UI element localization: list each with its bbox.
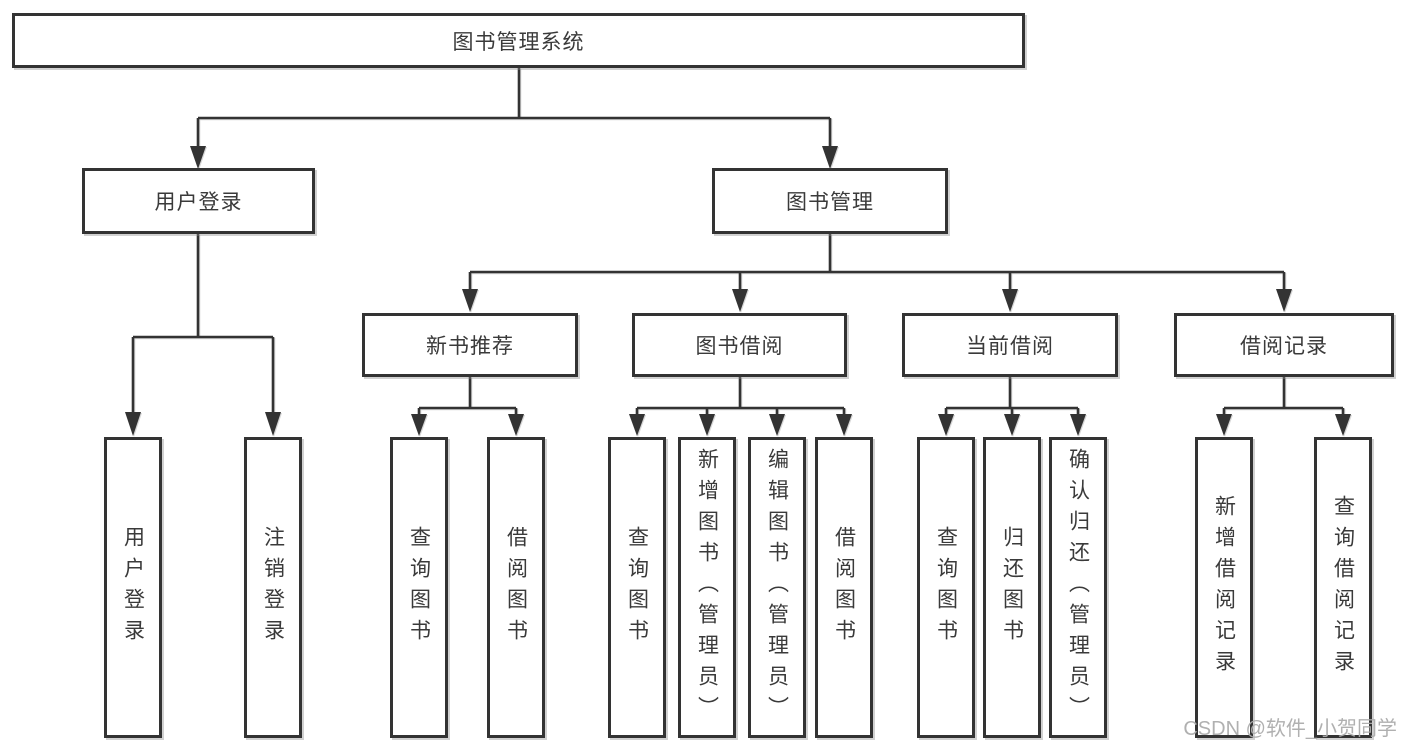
node-add-book-admin-label: 新增图书（管理员） [695, 448, 719, 727]
node-query-books-recommend: 查询图书 [390, 437, 448, 738]
connector-book-borrowing-to-leaves [629, 377, 852, 436]
node-borrow-books-recommend: 借阅图书 [487, 437, 545, 738]
connector-new-book-recommend-to-leaves [411, 377, 524, 436]
node-logout-label: 注销登录 [261, 525, 285, 650]
node-logout: 注销登录 [244, 437, 302, 738]
connector-user-login-to-leaves [125, 234, 281, 436]
node-add-book-admin: 新增图书（管理员） [678, 437, 736, 738]
node-current-borrowing: 当前借阅 [902, 313, 1118, 377]
node-query-books-borrowing: 查询图书 [608, 437, 666, 738]
node-book-borrowing-label: 图书借阅 [695, 335, 784, 358]
connector-book-management-to-level3 [462, 234, 1292, 312]
node-borrowing-records-label: 借阅记录 [1240, 335, 1328, 358]
node-user-login-group-label: 用户登录 [154, 191, 243, 214]
node-query-borrow-record: 查询借阅记录 [1314, 437, 1372, 738]
node-new-book-recommend-label: 新书推荐 [426, 335, 514, 358]
node-query-books-current: 查询图书 [917, 437, 975, 738]
node-borrow-books-borrowing: 借阅图书 [815, 437, 873, 738]
node-return-book-label: 归还图书 [1000, 525, 1024, 650]
node-new-book-recommend: 新书推荐 [362, 313, 578, 377]
node-query-borrow-record-label: 查询借阅记录 [1331, 494, 1355, 681]
node-borrow-books-recommend-label: 借阅图书 [504, 525, 528, 650]
node-add-borrow-record: 新增借阅记录 [1195, 437, 1253, 738]
node-borrow-books-borrowing-label: 借阅图书 [832, 525, 856, 650]
node-edit-book-admin: 编辑图书（管理员） [748, 437, 806, 738]
node-root: 图书管理系统 [12, 13, 1025, 68]
node-confirm-return-admin: 确认归还（管理员） [1049, 437, 1107, 738]
node-confirm-return-admin-label: 确认归还（管理员） [1066, 448, 1090, 727]
node-book-borrowing: 图书借阅 [632, 313, 847, 377]
node-user-login-label: 用户登录 [121, 525, 145, 650]
csdn-watermark: CSDN @软件_小贺同学 [1183, 718, 1397, 740]
node-user-login-group: 用户登录 [82, 168, 315, 234]
node-root-label: 图书管理系统 [452, 30, 585, 54]
node-query-books-current-label: 查询图书 [934, 525, 958, 650]
connector-root-to-level2 [190, 68, 838, 169]
node-return-book: 归还图书 [983, 437, 1041, 738]
node-add-borrow-record-label: 新增借阅记录 [1212, 494, 1236, 681]
node-book-management-label: 图书管理 [786, 191, 874, 214]
node-edit-book-admin-label: 编辑图书（管理员） [765, 448, 789, 727]
node-query-books-recommend-label: 查询图书 [407, 525, 431, 650]
node-current-borrowing-label: 当前借阅 [966, 335, 1054, 358]
connector-borrowing-records-to-leaves [1216, 377, 1351, 436]
node-borrowing-records: 借阅记录 [1174, 313, 1394, 377]
node-book-management: 图书管理 [712, 168, 948, 234]
node-query-books-borrowing-label: 查询图书 [625, 525, 649, 650]
connector-current-borrowing-to-leaves [938, 377, 1086, 436]
node-user-login: 用户登录 [104, 437, 162, 738]
